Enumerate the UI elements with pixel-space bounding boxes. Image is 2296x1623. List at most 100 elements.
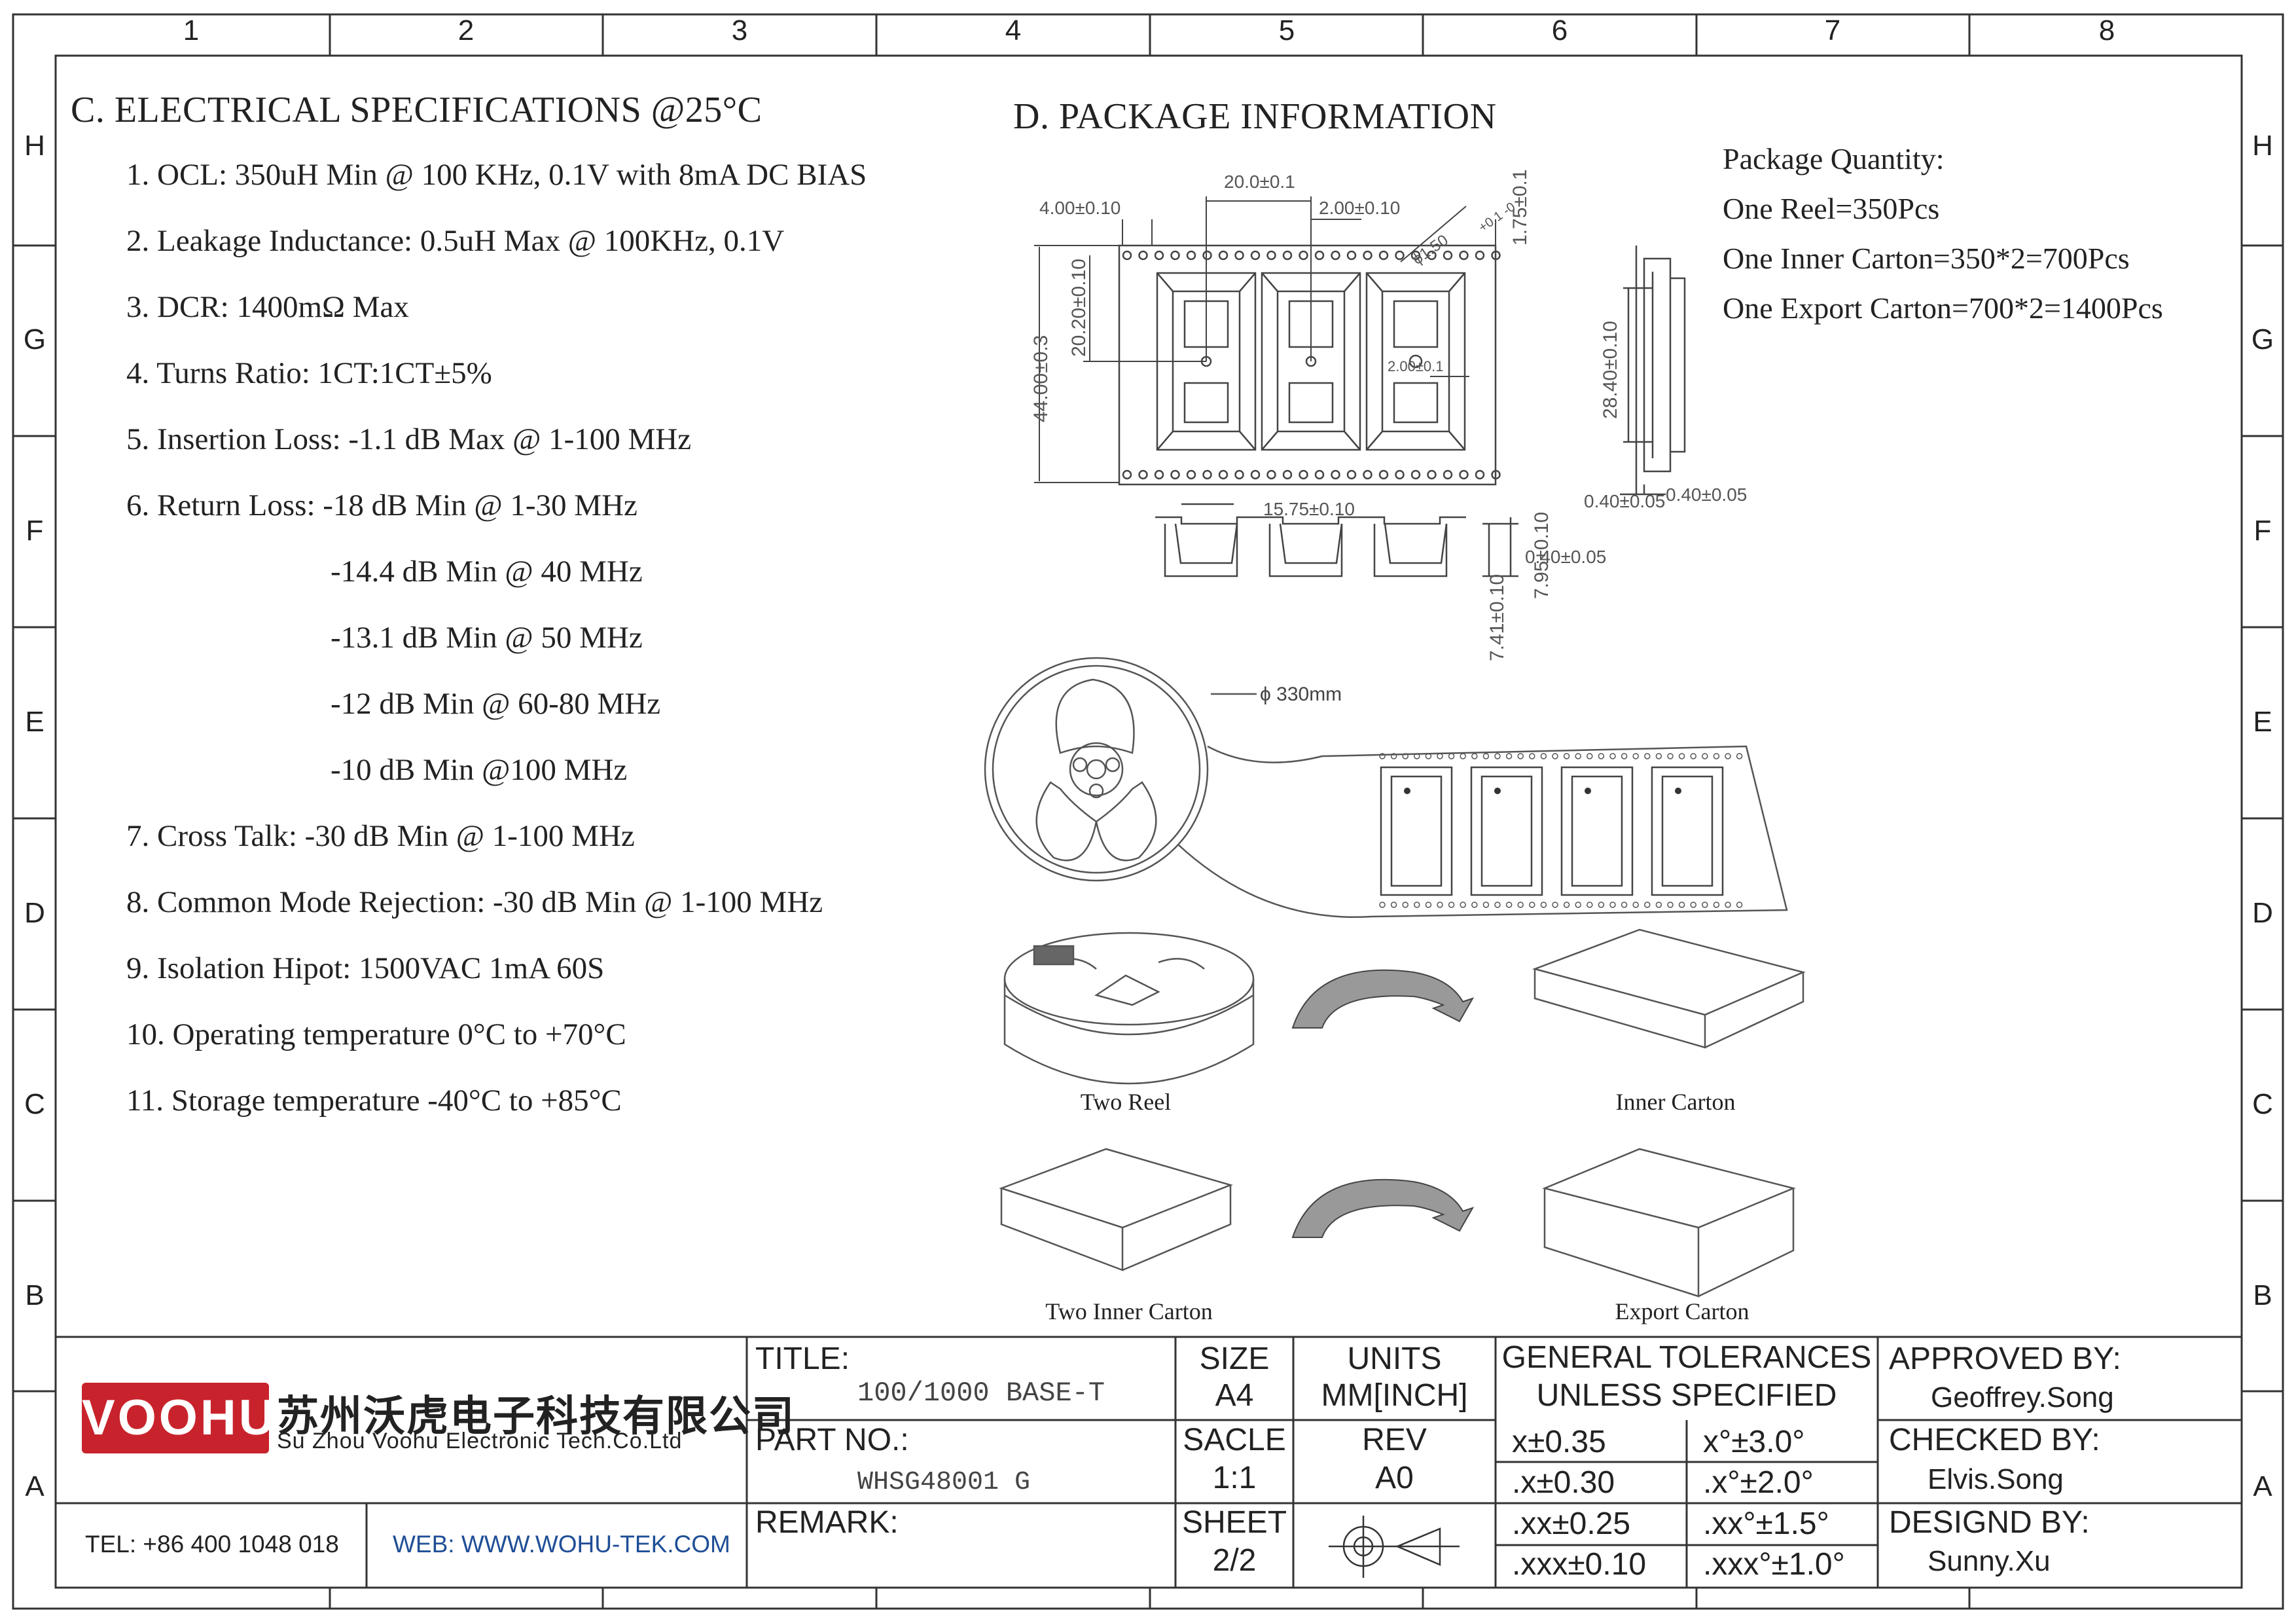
tape-sprocket-hole bbox=[1540, 753, 1547, 759]
sprocket-hole bbox=[1443, 469, 1453, 480]
sheet-label: SHEET bbox=[1181, 1505, 1287, 1540]
sprocket-hole bbox=[1443, 250, 1453, 261]
spec-item: 1. OCL: 350uH Min @ 100 KHz, 0.1V with 8… bbox=[126, 158, 867, 192]
tape-sprocket-hole bbox=[1621, 902, 1628, 908]
caption-two-reel: Two Reel bbox=[1080, 1089, 1172, 1115]
package-quantity-title: Package Quantity: bbox=[1723, 142, 1945, 175]
sprocket-hole bbox=[1459, 250, 1469, 261]
dim-p2: 2.00±0.10 bbox=[1319, 198, 1400, 218]
company-web-link[interactable]: WEB: WWW.WOHU-TEK.COM bbox=[393, 1531, 730, 1558]
sprocket-hole bbox=[1138, 469, 1148, 480]
sprocket-hole bbox=[1154, 250, 1164, 261]
sprocket-hole bbox=[1378, 250, 1389, 261]
part-number-value: WHSG48001 G bbox=[857, 1468, 1031, 1497]
packaging-flow-illustration bbox=[999, 928, 1806, 1298]
sprocket-hole bbox=[1202, 469, 1212, 480]
sheet-value: 2/2 bbox=[1212, 1543, 1257, 1578]
remark-label: REMARK: bbox=[755, 1505, 899, 1540]
tape-sprocket-hole bbox=[1540, 902, 1547, 908]
spec-item: -12 dB Min @ 60-80 MHz bbox=[331, 687, 661, 721]
caption-inner-carton: Inner Carton bbox=[1615, 1089, 1736, 1115]
tape-sprocket-hole bbox=[1609, 902, 1616, 908]
caption-export-carton: Export Carton bbox=[1615, 1298, 1749, 1324]
scale-label: SACLE bbox=[1183, 1423, 1286, 1457]
tolerance-angular: .xxx°±1.0° bbox=[1703, 1547, 1845, 1582]
tape-sprocket-hole bbox=[1437, 902, 1443, 908]
tape-sprocket-hole bbox=[1494, 902, 1501, 908]
sprocket-hole bbox=[1410, 469, 1421, 480]
sprocket-hole bbox=[1218, 250, 1229, 261]
tape-dimension-drawing: 4.00±0.10 20.0±0.1 2.00±0.10 0.40±0.05 1… bbox=[1030, 169, 1747, 661]
package-quantity-line: One Export Carton=700*2=1400Pcs bbox=[1723, 291, 2163, 325]
tolerance-linear: .xx±0.25 bbox=[1512, 1506, 1631, 1541]
zone-row-label: E bbox=[25, 706, 45, 738]
sprocket-hole bbox=[1299, 250, 1308, 261]
tape-sprocket-hole bbox=[1529, 753, 1535, 759]
zone-row-label: A bbox=[2253, 1470, 2272, 1503]
tape-sprocket-hole bbox=[1609, 753, 1616, 759]
tape-sprocket-hole bbox=[1598, 753, 1605, 759]
zone-column-label: 1 bbox=[183, 14, 200, 46]
tape-sprocket-hole bbox=[1632, 753, 1639, 759]
tolerance-linear: .xxx±0.10 bbox=[1512, 1547, 1647, 1582]
tape-sprocket-hole bbox=[1402, 753, 1408, 759]
sprocket-hole bbox=[1266, 250, 1276, 261]
sprocket-hole bbox=[1410, 250, 1421, 261]
title-label: TITLE: bbox=[755, 1341, 850, 1376]
tolerance-angular: x°±3.0° bbox=[1703, 1425, 1805, 1459]
zone-row-label: F bbox=[2253, 515, 2272, 547]
tape-sprocket-hole bbox=[1471, 902, 1478, 908]
tape-sprocket-hole bbox=[1414, 902, 1420, 908]
tape-sprocket-hole bbox=[1425, 753, 1432, 759]
dim-p1: 20.0±0.1 bbox=[1224, 172, 1295, 192]
zone-row-label: C bbox=[24, 1088, 45, 1120]
tape-sprocket-hole bbox=[1655, 902, 1662, 908]
tape-sprocket-hole bbox=[1690, 902, 1696, 908]
sprocket-hole bbox=[1459, 469, 1469, 480]
dim-e: 1.75±0.1 bbox=[1509, 169, 1531, 246]
zone-column-label: 3 bbox=[731, 14, 748, 46]
tape-sprocket-hole bbox=[1644, 753, 1651, 759]
tape-sprocket-hole bbox=[1563, 902, 1570, 908]
sprocket-hole bbox=[1363, 250, 1372, 261]
dim-w: 44.00±0.3 bbox=[1030, 335, 1052, 422]
tape-sprocket-hole bbox=[1678, 902, 1685, 908]
tape-sprocket-hole bbox=[1460, 753, 1466, 759]
spec-item: 6. Return Loss: -18 dB Min @ 1-30 MHz bbox=[126, 488, 637, 522]
sprocket-hole bbox=[1250, 469, 1261, 480]
tape-sprocket-hole bbox=[1736, 753, 1743, 759]
tape-sprocket-hole bbox=[1678, 753, 1685, 759]
sprocket-hole bbox=[1202, 250, 1212, 261]
spec-item: -13.1 dB Min @ 50 MHz bbox=[331, 621, 643, 655]
rev-label: REV bbox=[1362, 1423, 1427, 1457]
tape-sprocket-hole bbox=[1379, 753, 1386, 759]
sprocket-hole bbox=[1186, 250, 1196, 261]
tape-sprocket-hole bbox=[1448, 902, 1455, 908]
sprocket-hole bbox=[1491, 469, 1501, 480]
tape-sprocket-hole bbox=[1552, 902, 1558, 908]
sprocket-hole bbox=[1282, 250, 1293, 261]
units-label: UNITS bbox=[1347, 1341, 1442, 1376]
tape-sprocket-hole bbox=[1379, 902, 1386, 908]
sprocket-hole bbox=[1346, 250, 1357, 261]
zone-column-label: 4 bbox=[1005, 14, 1022, 46]
dim-p0: 4.00±0.10 bbox=[1039, 198, 1121, 218]
tape-sprocket-hole bbox=[1736, 902, 1743, 908]
package-info-heading: D. PACKAGE INFORMATION bbox=[1013, 96, 1497, 137]
tape-sprocket-hole bbox=[1632, 902, 1639, 908]
part-number-label: PART NO.: bbox=[755, 1423, 909, 1457]
sprocket-hole bbox=[1346, 469, 1357, 480]
company-name-cn: 苏州沃虎电子科技有限公司 bbox=[277, 1393, 795, 1440]
sprocket-hole bbox=[1122, 469, 1132, 480]
spec-item: 10. Operating temperature 0°C to +70°C bbox=[126, 1017, 626, 1051]
electrical-spec-heading: C. ELECTRICAL SPECIFICATIONS @25°C bbox=[71, 90, 762, 130]
zone-row-label: B bbox=[2253, 1279, 2272, 1311]
spec-item: 7. Cross Talk: -30 dB Min @ 1-100 MHz bbox=[126, 819, 635, 853]
zone-column-label: 8 bbox=[2098, 14, 2115, 46]
spec-item: 3. DCR: 1400mΩ Max bbox=[126, 290, 409, 324]
sprocket-hole bbox=[1234, 250, 1244, 261]
tape-sprocket-hole bbox=[1598, 902, 1605, 908]
sprocket-hole bbox=[1299, 469, 1308, 480]
tolerance-linear: .x±0.30 bbox=[1512, 1465, 1615, 1500]
sprocket-hole bbox=[1427, 469, 1437, 480]
